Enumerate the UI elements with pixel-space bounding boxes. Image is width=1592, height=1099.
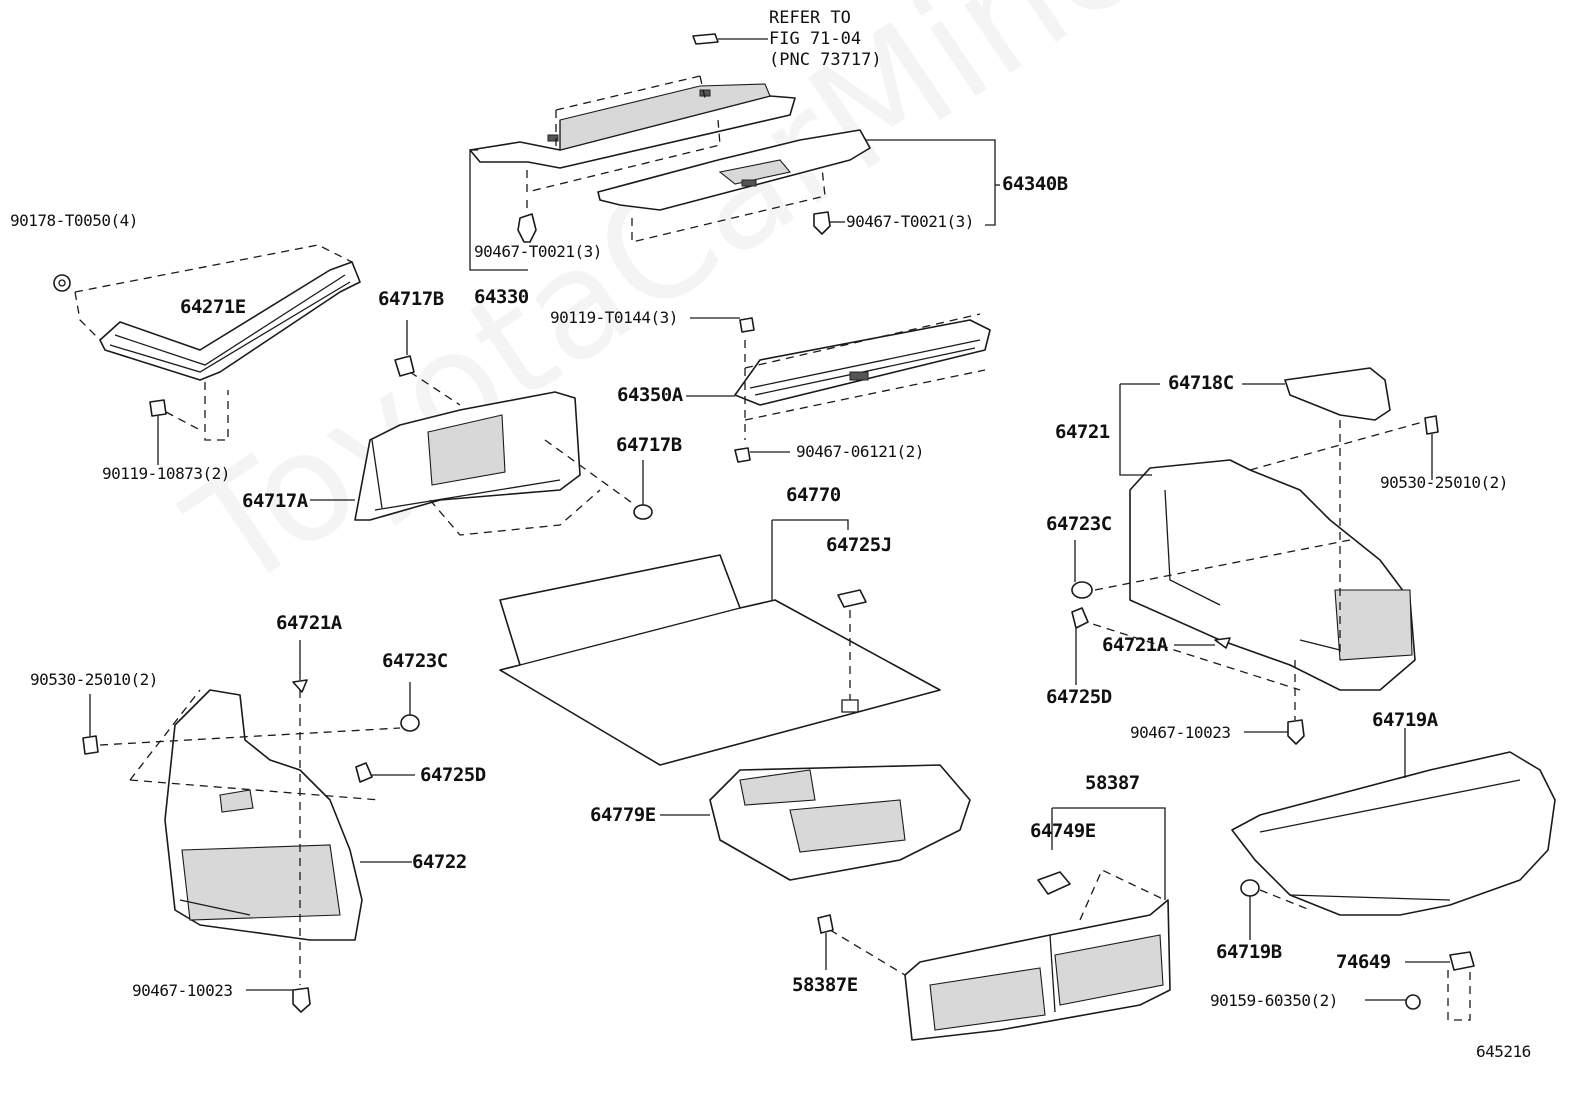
label-90119-T0144: 90119-T0144(3)	[550, 308, 678, 327]
label-90467-T0021-right: 90467-T0021(3)	[846, 212, 974, 231]
label-64717A: 64717A	[242, 490, 308, 512]
bolt-90119-T0144	[690, 317, 755, 333]
side-trim-64722	[164, 689, 363, 941]
label-64725D-left: 64725D	[420, 764, 486, 786]
cover-64718C	[1284, 367, 1391, 421]
label-90530-25010-right: 90530-25010(2)	[1380, 473, 1508, 492]
tire-tray-64779E	[709, 764, 971, 881]
clip-64719B	[1240, 879, 1311, 940]
label-64721A-left: 64721A	[276, 612, 342, 634]
clip-90467-10023-right	[1244, 719, 1305, 745]
nut-90178-T0050	[53, 274, 71, 292]
label-58387E: 58387E	[792, 974, 858, 996]
label-64721A-right: 64721A	[1102, 634, 1168, 656]
label-64721: 64721	[1055, 421, 1110, 443]
label-64719A: 64719A	[1372, 709, 1438, 731]
push-clip-64717B-right	[633, 460, 653, 520]
label-90467-T0021-left: 90467-T0021(3)	[474, 242, 602, 261]
label-64725J: 64725J	[826, 534, 892, 556]
label-90467-10023-right: 90467-10023	[1130, 723, 1231, 742]
figure-code: 645216	[1476, 1042, 1531, 1061]
label-90178-T0050: 90178-T0050(4)	[10, 211, 138, 230]
label-64723C-right: 64723C	[1046, 513, 1112, 535]
label-74649: 74649	[1336, 951, 1391, 973]
clip-90530-25010-right	[1424, 415, 1439, 480]
label-64722: 64722	[412, 851, 467, 873]
label-90467-06121: 90467-06121(2)	[796, 442, 924, 461]
label-64719B: 64719B	[1216, 941, 1282, 963]
label-64350A: 64350A	[617, 384, 683, 406]
clip-64723C-right	[1071, 540, 1093, 599]
refer-note: REFER TO FIG 71-04 (PNC 73717)	[769, 8, 882, 71]
clip-64721A-left	[292, 640, 308, 693]
floor-mat-64770	[499, 554, 941, 766]
trim-panel-64717A	[354, 391, 581, 521]
label-64718C: 64718C	[1168, 372, 1234, 394]
clip-74649	[1405, 951, 1475, 1021]
label-64749E: 64749E	[1030, 820, 1096, 842]
brace-64271E	[99, 261, 361, 381]
clip-64725D-left	[355, 762, 415, 783]
clip-90467-T0021-right	[813, 211, 845, 235]
label-64717B-right: 64717B	[616, 434, 682, 456]
label-64723C-left: 64723C	[382, 650, 448, 672]
label-58387: 58387	[1085, 772, 1140, 794]
trunk-lid-trim-64719A	[1231, 751, 1556, 916]
sill-trim-58387	[904, 899, 1171, 1041]
clip-64721A-right	[1174, 637, 1231, 649]
clip-64723C-left	[400, 682, 420, 732]
label-64717B-top: 64717B	[378, 288, 444, 310]
label-64770: 64770	[786, 484, 841, 506]
clip-64749E	[1037, 871, 1071, 895]
clip-90530-25010-left	[82, 694, 99, 755]
clip-64725D-right	[1071, 607, 1089, 685]
label-90530-25010-left: 90530-25010(2)	[30, 670, 158, 689]
mat-clip-64725J	[837, 589, 867, 713]
clip-90467-10023-left	[246, 987, 311, 1013]
refer-line-1: REFER TO	[769, 8, 851, 28]
push-clip-64717B-top	[394, 320, 415, 377]
refer-line-2: FIG 71-04	[769, 29, 862, 49]
screw-90159-60350	[1365, 994, 1421, 1010]
label-64340B: 64340B	[1002, 173, 1068, 195]
label-90159-60350: 90159-60350(2)	[1210, 991, 1338, 1010]
tray-panel-64340B	[597, 129, 871, 211]
label-90119-10873: 90119-10873(2)	[102, 464, 230, 483]
clip-90467-06121	[734, 447, 790, 463]
clip-58387E	[817, 914, 834, 970]
label-64271E: 64271E	[180, 296, 246, 318]
rail-64350A	[734, 319, 991, 406]
label-90467-10023-left: 90467-10023	[132, 981, 233, 1000]
label-64779E: 64779E	[590, 804, 656, 826]
side-trim-64721	[1129, 459, 1416, 691]
bolt-90119-10873	[149, 399, 201, 465]
label-64725D-right: 64725D	[1046, 686, 1112, 708]
package-tray-trim-64330	[469, 83, 796, 169]
clip-73717	[692, 33, 768, 45]
label-64330: 64330	[474, 286, 529, 308]
clip-90467-T0021-left	[517, 200, 537, 243]
refer-line-3: (PNC 73717)	[769, 50, 882, 70]
